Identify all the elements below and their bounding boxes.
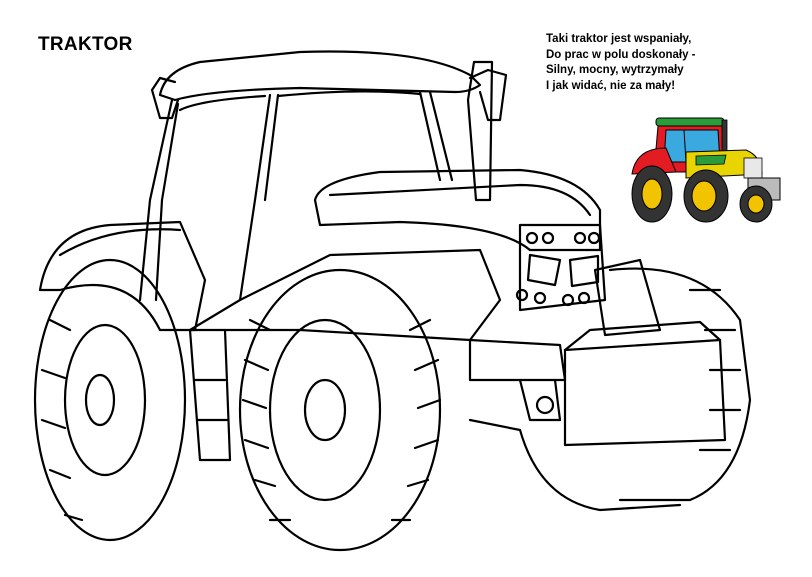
poem: Taki traktor jest wspaniały, Do prac w p… xyxy=(546,32,696,94)
poem-line: Silny, mocny, wytrzymały xyxy=(546,64,684,76)
poem-line: Taki traktor jest wspaniały, xyxy=(546,33,692,45)
colored-tractor-icon xyxy=(631,117,781,223)
page-title: TRAKTOR xyxy=(38,34,133,55)
poem-line: I jak widać, nie za mały! xyxy=(546,79,676,92)
poem-line: Do prac w polu doskonały - xyxy=(546,48,696,61)
